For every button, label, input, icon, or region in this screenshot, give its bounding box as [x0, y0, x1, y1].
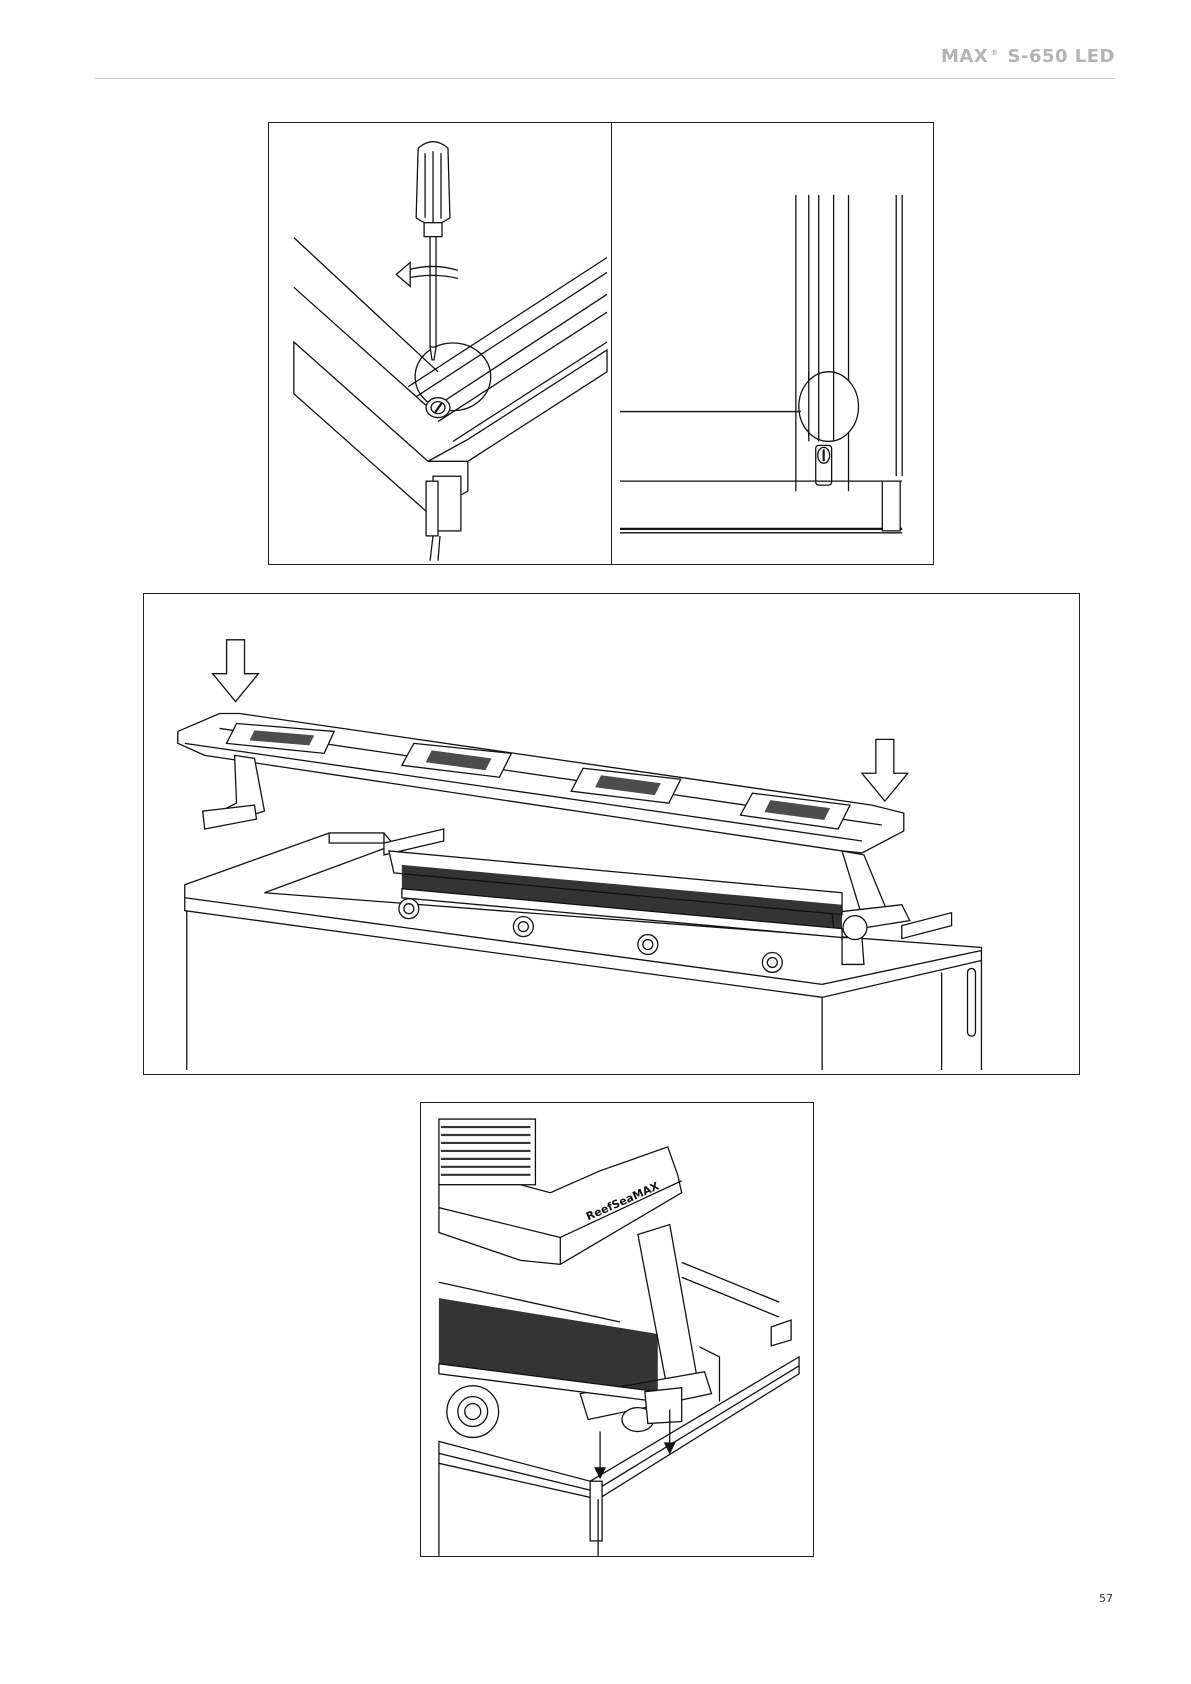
- page-number: 57: [1099, 1592, 1113, 1605]
- mounting-knob-3: [638, 935, 658, 955]
- mounting-knob-4: [762, 953, 782, 973]
- document-header-title: MAX® S-650 LED: [941, 46, 1115, 67]
- bracket-detail-illustration: ReefSeaMAX: [421, 1103, 813, 1556]
- mounting-knob-2: [513, 917, 533, 937]
- mounting-knob: [447, 1386, 499, 1438]
- mounting-knob-1: [399, 899, 419, 919]
- registered-mark: ®: [990, 48, 999, 57]
- down-arrow-left: [213, 640, 259, 702]
- down-arrow-right: [862, 739, 908, 801]
- light-fixture-illustration: [144, 594, 1079, 1074]
- header-divider: [95, 78, 1115, 79]
- model-name: S-650 LED: [1008, 46, 1115, 67]
- screwdriver-illustration: [269, 123, 611, 564]
- brand-name: MAX: [941, 46, 988, 67]
- figure-screwdriver-closeup: [268, 122, 612, 565]
- screw-front-view-illustration: [612, 123, 933, 564]
- figure-screw-front-view: [611, 122, 934, 565]
- figure-light-fixture-installation: [143, 593, 1080, 1075]
- figure-bracket-detail: ReefSeaMAX: [420, 1102, 814, 1557]
